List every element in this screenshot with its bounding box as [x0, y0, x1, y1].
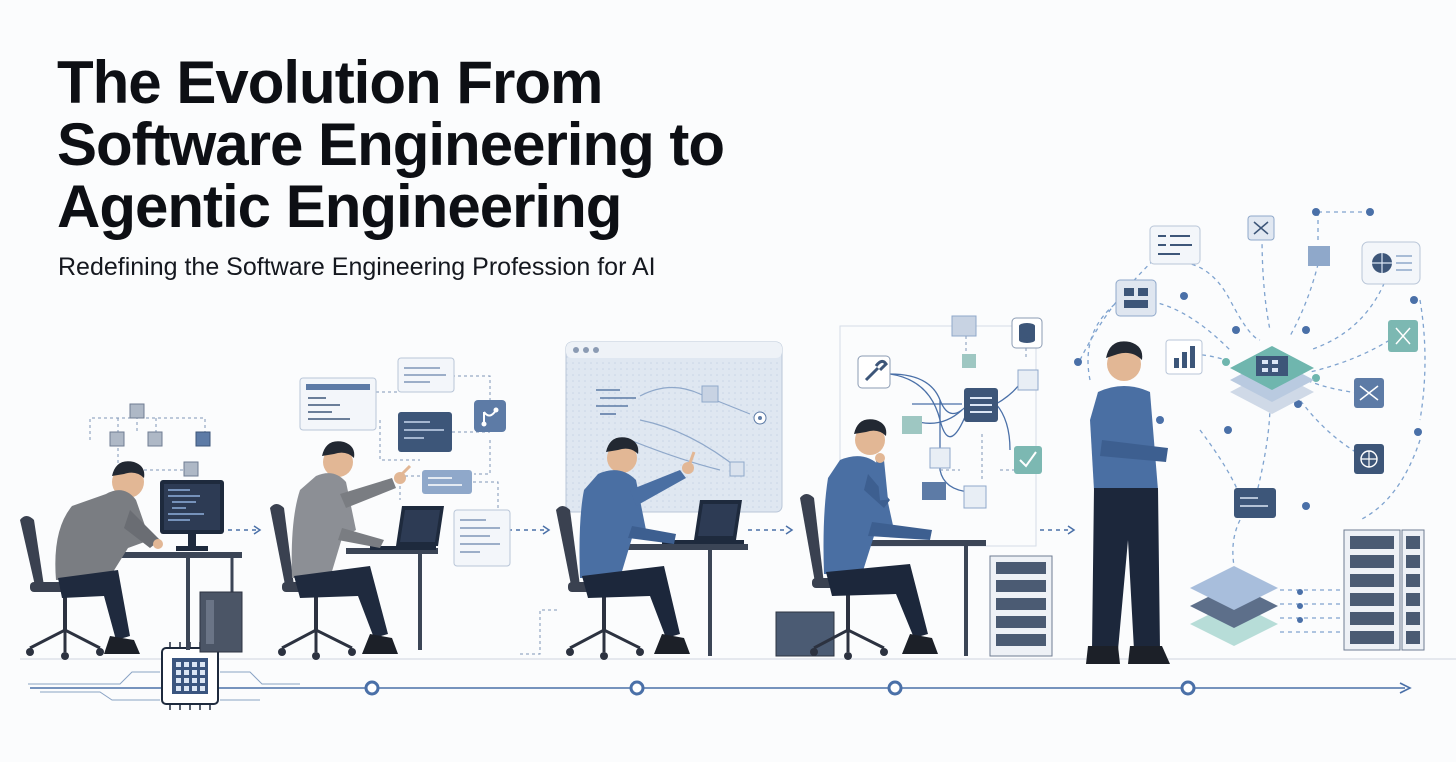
timeline — [20, 658, 1456, 701]
dashboard-icon — [1115, 279, 1157, 317]
timeline-node-1 — [364, 680, 380, 696]
list-node-icon — [964, 388, 998, 422]
code-card-icon — [299, 377, 377, 431]
bar-chart-icon — [1165, 339, 1203, 375]
ai-core-icon — [1230, 346, 1314, 414]
standing-engineer — [1086, 341, 1170, 664]
server-rack-large-icon — [1343, 529, 1425, 651]
web-icon — [1354, 444, 1384, 474]
progression-arrows — [228, 525, 1076, 535]
stage-3-engineer-diagram — [520, 341, 783, 660]
terminal-node-icon — [1234, 488, 1276, 518]
checklist-icon — [1014, 446, 1042, 474]
subtitle: Redefining the Software Engineering Prof… — [58, 253, 656, 281]
stage-4-engineer-orchestration — [775, 315, 1053, 660]
teal-node-icon — [1388, 320, 1418, 352]
stage-1-engineer-desktop — [20, 403, 243, 660]
globe-icon — [1361, 241, 1421, 285]
text-card-icon — [397, 357, 455, 393]
database-icon — [1011, 317, 1043, 349]
stage-2-engineer-laptop — [270, 357, 511, 660]
terminal-card-icon — [398, 412, 452, 452]
wrench-icon — [857, 355, 891, 389]
stage-5-agentic-network — [1074, 208, 1426, 664]
title-line-3: Agentic Engineering — [57, 173, 622, 240]
branch-icon — [474, 400, 506, 432]
server-rack-icon — [989, 555, 1053, 657]
title-line-2: Software Engineering to — [57, 111, 725, 178]
timeline-node-3 — [887, 680, 903, 696]
switch-icon — [1354, 378, 1384, 408]
title-line-1: The Evolution From — [57, 49, 603, 116]
network-node-icon — [1247, 215, 1275, 241]
timeline-node-2 — [629, 680, 645, 696]
timeline-node-4 — [1180, 680, 1196, 696]
layer-stack-icon — [1190, 566, 1278, 646]
page-title: The Evolution From Software Engineering … — [57, 52, 817, 238]
list-card-icon — [1149, 225, 1201, 265]
